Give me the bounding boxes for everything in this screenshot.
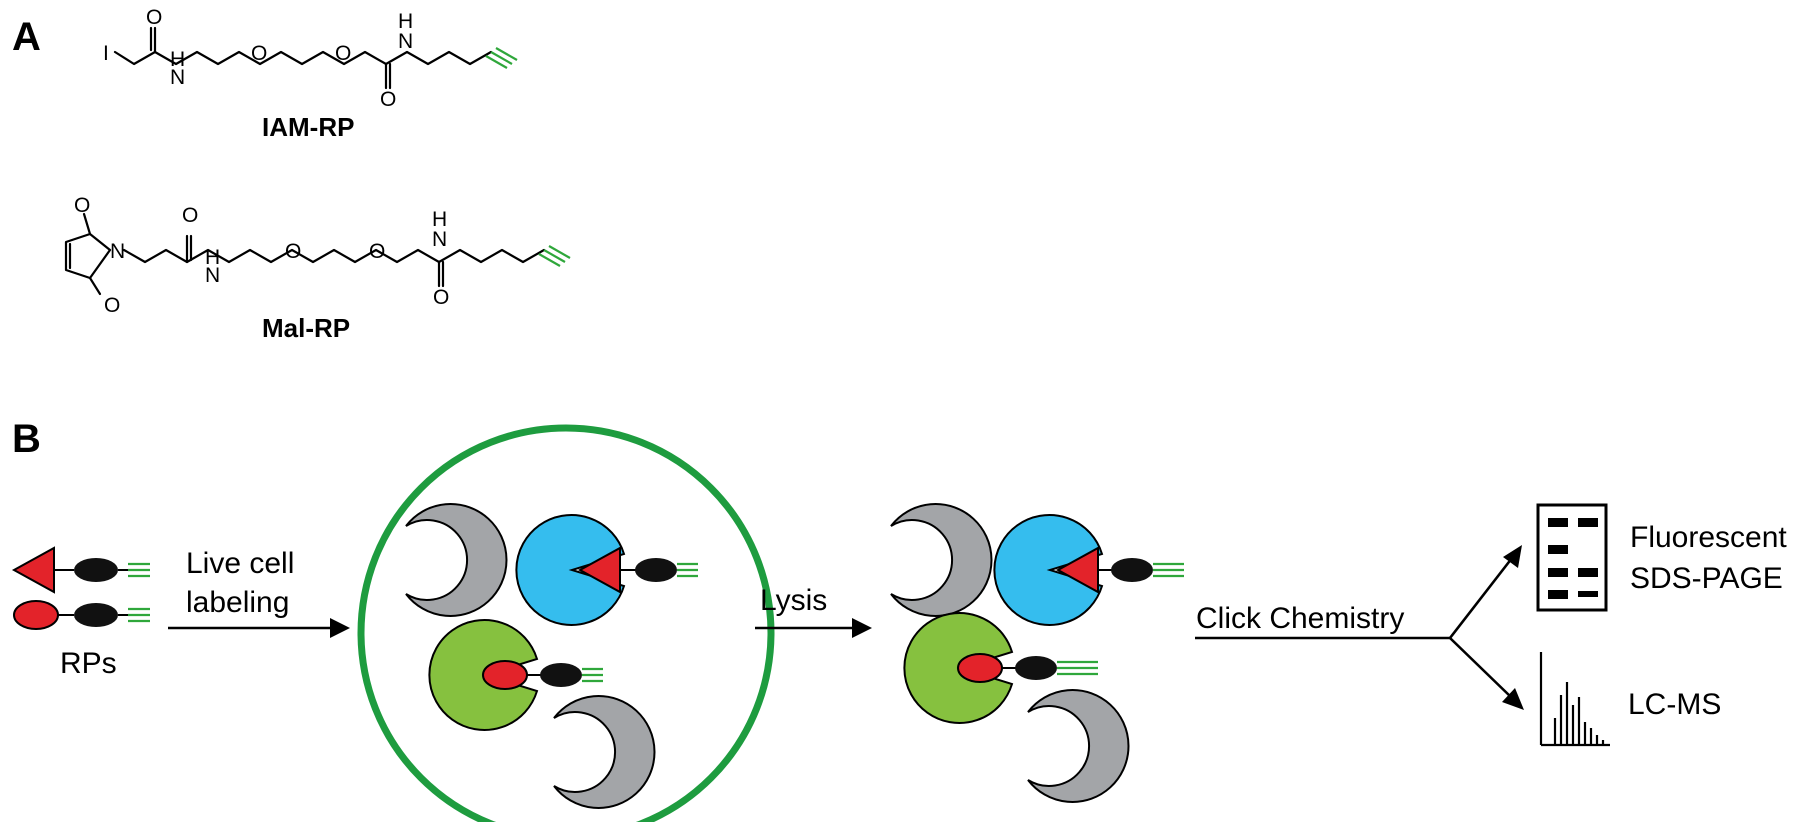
step2-label: Lysis — [760, 584, 827, 617]
atom-amide2-n: N — [432, 228, 447, 251]
mal-rp-structure: O N O O N O O N H O H — [64, 194, 571, 317]
atom-ring-n: N — [110, 240, 125, 263]
panel-a-letter: A — [12, 15, 41, 59]
gray-protein-1 — [405, 503, 508, 617]
atom-amide2-o: O — [380, 88, 396, 111]
mass-spectrum-icon — [1539, 652, 1610, 747]
gray-protein-3 — [890, 503, 993, 617]
cell-contents — [405, 503, 698, 809]
atom-ether1: O — [251, 42, 267, 65]
lysate-mal-oval-icon — [957, 653, 1003, 683]
output1-line2: SDS-PAGE — [1630, 562, 1783, 595]
live-cell-membrane — [357, 424, 775, 822]
compound-label-mal-rp: Mal-RP — [262, 313, 350, 343]
atom-amide1-h: H — [205, 246, 220, 269]
output1-line1: Fluorescent — [1630, 521, 1787, 554]
atom-ether2: O — [369, 240, 385, 263]
iam-rp-structure: I O N O O N H O H — [103, 6, 518, 111]
atom-amide1-n: N — [170, 66, 185, 89]
output2-label: LC-MS — [1628, 688, 1721, 721]
compound-label-iam-rp: IAM-RP — [262, 112, 354, 142]
atom-ether1: O — [285, 240, 301, 263]
atom-amide2-n: N — [398, 30, 413, 53]
gray-protein-2 — [553, 695, 656, 809]
bound-mal-oval-icon — [482, 660, 528, 690]
atom-amide1-o: O — [182, 204, 198, 227]
lysate-contents — [890, 503, 1184, 803]
atom-amide2-h: H — [398, 10, 413, 33]
branch-arrow-up — [1448, 557, 1514, 639]
step1-label-line2: labeling — [186, 586, 289, 619]
atom-amide1-n: N — [205, 264, 220, 287]
step3-label: Click Chemistry — [1196, 602, 1404, 635]
probe-mal — [13, 600, 150, 630]
arrowhead-labeling-icon — [330, 618, 350, 638]
atom-ring-o-bottom: O — [104, 294, 120, 317]
gray-protein-4 — [1027, 689, 1130, 803]
atom-amide2-o: O — [433, 286, 449, 309]
atom-amide2-h: H — [432, 208, 447, 231]
arrowhead-up-icon — [1503, 545, 1522, 568]
probe-iam — [11, 546, 150, 594]
panel-b-letter: B — [12, 417, 41, 461]
atom-ether2: O — [335, 42, 351, 65]
arrowhead-down-icon — [1502, 688, 1524, 710]
atom-amide1-h: H — [170, 48, 185, 71]
gel-icon — [1536, 503, 1608, 612]
step1-label-line1: Live cell — [186, 547, 294, 580]
atom-amide1-o: O — [146, 6, 162, 29]
atom-ring-o-top: O — [74, 194, 90, 217]
atom-iodine: I — [103, 42, 109, 65]
maleimide-oval-icon — [13, 600, 59, 630]
branch-arrow-down — [1449, 637, 1513, 699]
rps-label: RPs — [60, 647, 117, 680]
iodoacetamide-triangle-icon — [11, 546, 55, 594]
arrowhead-lysis-icon — [852, 618, 872, 638]
